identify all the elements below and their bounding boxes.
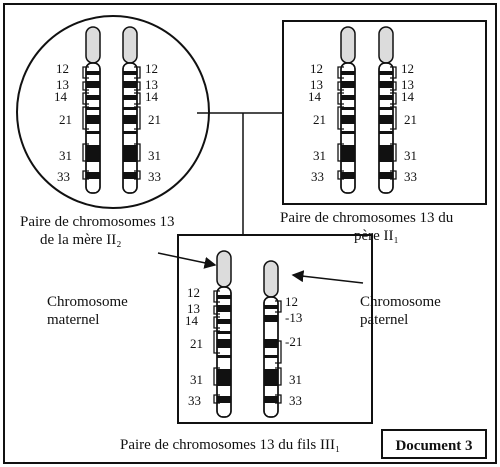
father-chromosome-left <box>337 26 356 194</box>
band-14-label: 14 <box>401 89 415 104</box>
band-21-label: 21 <box>59 112 72 127</box>
band-31-label: 31 <box>190 372 203 387</box>
band-12-label: 12 <box>285 294 298 309</box>
band-14-label: 14 <box>145 89 159 104</box>
maternal-label-line1: Chromosome <box>47 294 128 310</box>
band-12-label: 12 <box>187 285 200 300</box>
band-21-minus-label: -21 <box>285 334 302 349</box>
band-33-label: 33 <box>311 169 324 184</box>
document-tag: Document 3 <box>395 438 472 454</box>
pedigree-lines <box>197 112 283 235</box>
mother-caption-line2: de la mère II₂ <box>40 232 121 248</box>
father-box <box>282 20 487 205</box>
outer-border <box>3 3 497 464</box>
mother-chromosome-left <box>82 26 101 194</box>
band-14-label: 14 <box>185 313 199 328</box>
mother-chromosome-right <box>122 26 141 194</box>
band-21-label: 21 <box>190 336 203 351</box>
band-31-label: 31 <box>313 148 326 163</box>
band-13-label: 13 <box>145 77 158 92</box>
band-33-label: 33 <box>289 393 302 408</box>
band-13-label: 13 <box>310 77 323 92</box>
paternal-arrow <box>291 270 364 284</box>
band-31-label: 31 <box>404 148 417 163</box>
maternal-arrow <box>157 252 217 269</box>
son-band-labels: 12 13 14 21 31 33 12 -13 -21 31 33 <box>185 285 302 408</box>
band-21-label: 21 <box>404 112 417 127</box>
band-31-label: 31 <box>289 372 302 387</box>
band-33-label: 33 <box>148 169 161 184</box>
father-caption-line2: père II₁ <box>354 228 399 244</box>
band-13-label: 13 <box>187 301 200 316</box>
band-33-label: 33 <box>404 169 417 184</box>
father-band-labels: 12 13 14 21 31 33 12 13 14 21 31 33 <box>308 61 417 184</box>
band-13-label: 13 <box>56 77 69 92</box>
band-13-minus-label: -13 <box>285 310 302 325</box>
mother-band-labels: 12 13 14 21 31 33 12 13 14 21 31 33 <box>54 61 161 184</box>
band-12-label: 12 <box>310 61 323 76</box>
mother-circle <box>16 15 210 209</box>
band-31-label: 31 <box>59 148 72 163</box>
son-maternal-chromosome <box>213 250 232 418</box>
paternal-label-line1: Chromosome <box>360 294 441 310</box>
paternal-label-line2: paternel <box>360 312 408 328</box>
band-14-label: 14 <box>308 89 322 104</box>
son-paternal-chromosome <box>263 260 282 418</box>
son-box <box>177 234 373 424</box>
father-caption-line1: Paire de chromosomes 13 du <box>280 210 454 226</box>
band-12-label: 12 <box>401 61 414 76</box>
father-chromosome-right <box>378 26 397 194</box>
band-33-label: 33 <box>57 169 70 184</box>
document-tag-box <box>381 429 487 459</box>
band-33-label: 33 <box>188 393 201 408</box>
maternal-label-line2: maternel <box>47 312 99 328</box>
mother-caption-line1: Paire de chromosomes 13 <box>20 214 175 230</box>
band-21-label: 21 <box>313 112 326 127</box>
band-13-label: 13 <box>401 77 414 92</box>
band-31-label: 31 <box>148 148 161 163</box>
band-14-label: 14 <box>54 89 68 104</box>
band-12-label: 12 <box>56 61 69 76</box>
band-21-label: 21 <box>148 112 161 127</box>
son-caption: Paire de chromosomes 13 du fils III₁ <box>120 437 340 453</box>
band-12-label: 12 <box>145 61 158 76</box>
